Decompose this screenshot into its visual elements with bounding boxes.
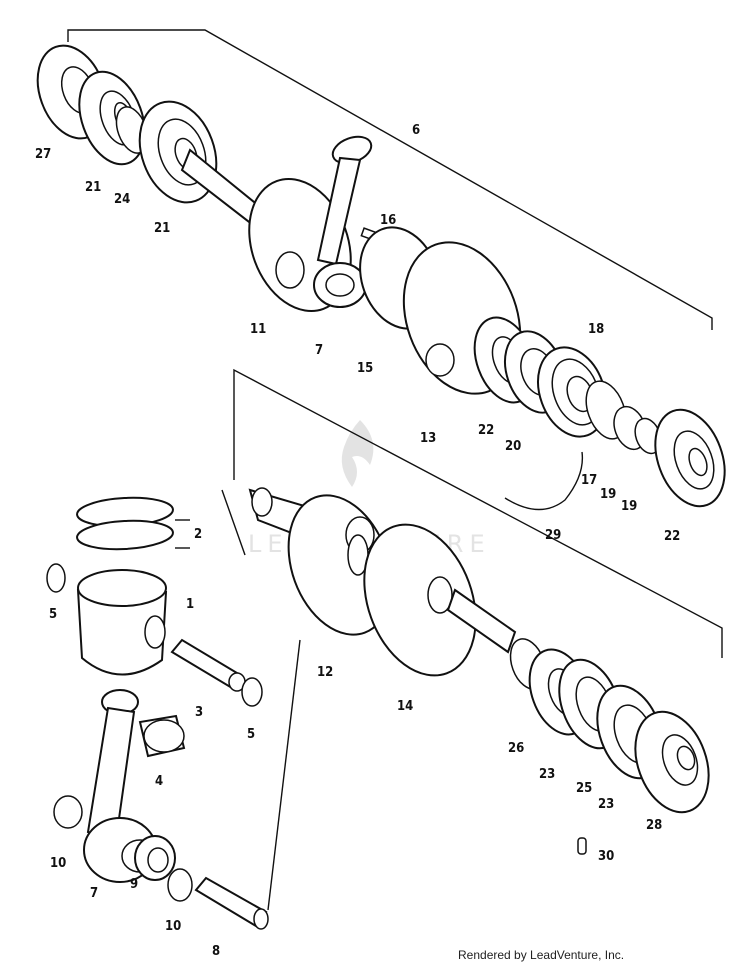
part-number-labels: 27 21 24 21 6 16 11 7 15 18 13 22 20 17 … — [35, 123, 680, 959]
label-8: 8 — [212, 944, 220, 959]
label-1: 1 — [186, 597, 194, 612]
part-clip-5-left — [46, 563, 66, 593]
label-7b: 7 — [90, 886, 98, 901]
part-clip-5-right — [241, 677, 263, 707]
part-shaft-end-right — [446, 588, 517, 654]
label-5b: 5 — [247, 727, 255, 742]
label-9: 9 — [130, 877, 138, 892]
label-16: 16 — [380, 213, 396, 228]
part-oil-seal-28 — [634, 710, 710, 814]
label-27: 27 — [35, 147, 51, 162]
label-7a: 7 — [315, 343, 323, 358]
label-21a: 21 — [85, 180, 101, 195]
part-needle-bearing-9 — [134, 835, 176, 881]
part-washer-10-right — [167, 868, 193, 902]
label-19b: 19 — [621, 499, 637, 514]
label-3: 3 — [195, 705, 203, 720]
label-25: 25 — [576, 781, 592, 796]
assembly-bracket-lines — [67, 29, 723, 658]
label-14: 14 — [397, 699, 413, 714]
part-bearing-22-right — [654, 408, 726, 508]
part-piston-rings-2 — [76, 496, 174, 551]
label-6: 6 — [412, 123, 420, 138]
label-11: 11 — [250, 322, 266, 337]
label-30: 30 — [598, 849, 614, 864]
part-needle-bearing-4 — [138, 714, 186, 758]
label-23a: 23 — [539, 767, 555, 782]
label-17: 17 — [581, 473, 597, 488]
label-10b: 10 — [165, 919, 181, 934]
label-26: 26 — [508, 741, 524, 756]
label-28: 28 — [646, 818, 662, 833]
label-21b: 21 — [154, 221, 170, 236]
part-crank-pin-8 — [194, 876, 269, 930]
leader-crank-pin — [267, 639, 301, 911]
label-19a: 19 — [600, 487, 616, 502]
label-12: 12 — [317, 665, 333, 680]
part-washer-10-left — [53, 795, 83, 829]
label-13: 13 — [420, 431, 436, 446]
label-20: 20 — [505, 439, 521, 454]
label-22b: 22 — [664, 529, 680, 544]
part-crank-half-14 — [363, 523, 477, 677]
label-4: 4 — [155, 774, 163, 789]
label-22a: 22 — [478, 423, 494, 438]
part-clip-29 — [504, 451, 584, 511]
label-29: 29 — [545, 528, 561, 543]
label-18: 18 — [588, 322, 604, 337]
label-24: 24 — [114, 192, 130, 207]
part-pin-30 — [577, 837, 587, 855]
label-2: 2 — [194, 527, 202, 542]
part-con-rod-7-top — [313, 135, 373, 308]
part-piston-pin-3 — [170, 638, 246, 692]
credit-text: Rendered by LeadVenture, Inc. — [458, 948, 625, 962]
label-10a: 10 — [50, 856, 66, 871]
part-piston-1 — [76, 569, 168, 676]
label-15: 15 — [357, 361, 373, 376]
label-23b: 23 — [598, 797, 614, 812]
label-5a: 5 — [49, 607, 57, 622]
